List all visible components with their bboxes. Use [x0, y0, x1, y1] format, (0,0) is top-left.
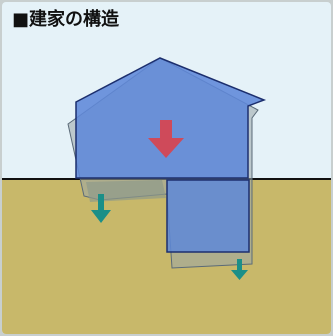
building-structure-diagram — [2, 57, 331, 334]
basement-block — [166, 179, 250, 253]
right-settlement-arrow-icon — [231, 259, 248, 280]
load-arrow-icon — [148, 120, 184, 158]
diagram-title: ■建家の構造 — [12, 9, 120, 30]
shallow-foundation-shadow — [86, 180, 166, 202]
house-body — [75, 57, 267, 179]
diagram-frame: ■建家の構造 — [2, 2, 331, 334]
left-settlement-arrow-icon — [91, 194, 111, 223]
